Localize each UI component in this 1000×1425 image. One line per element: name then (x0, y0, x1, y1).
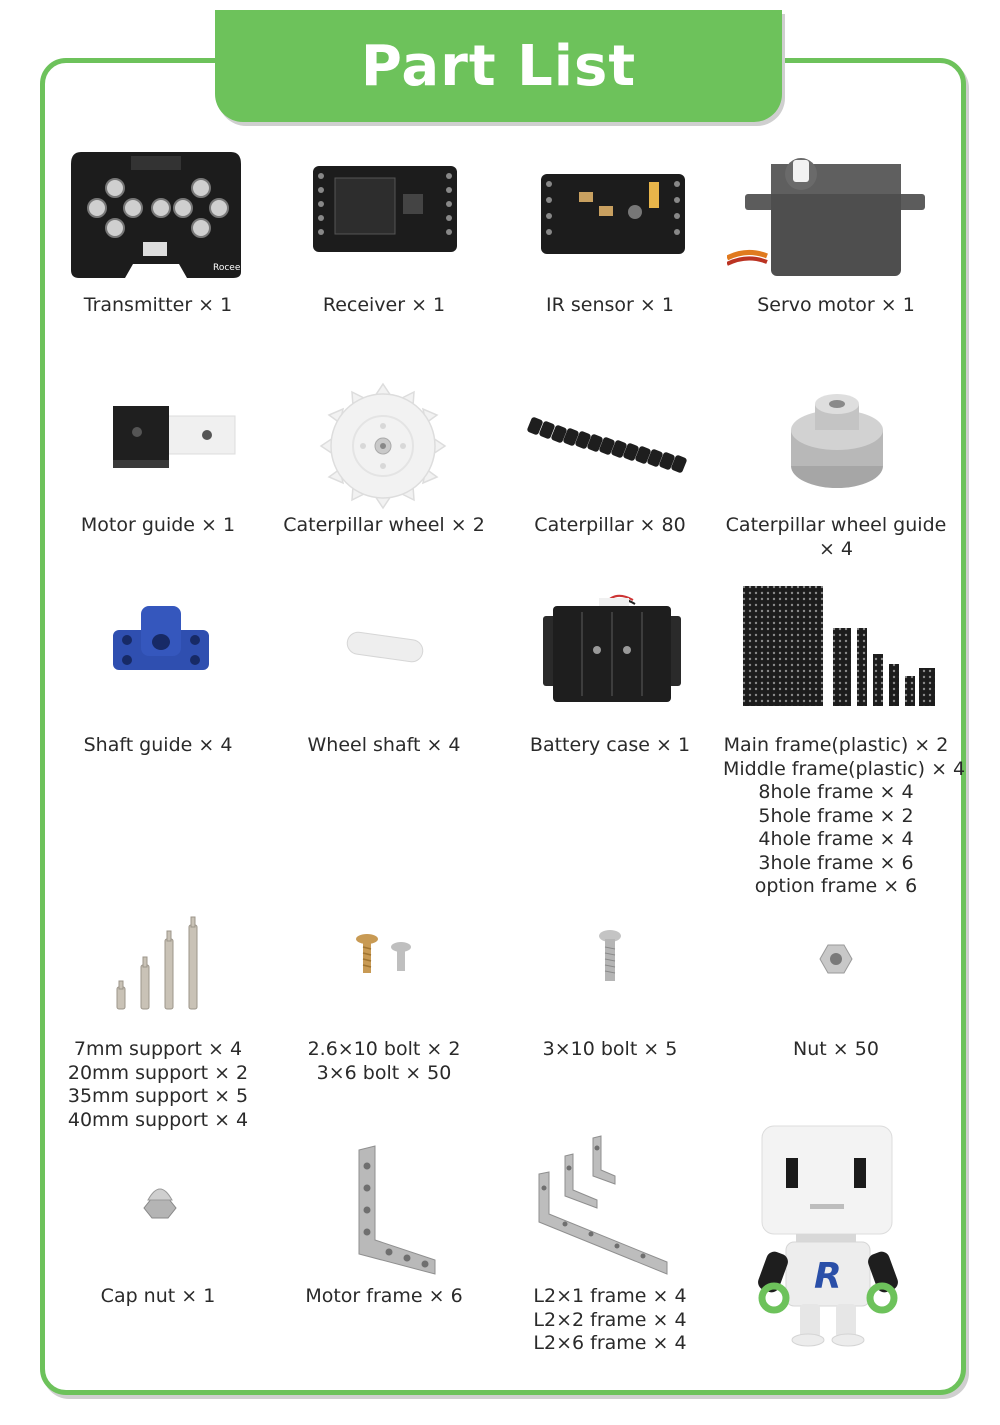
part-label: Shaft guide × 4 (83, 734, 233, 756)
part-wheel-shaft: Wheel shaft × 4 (271, 590, 497, 790)
svg-text:Rocee: Rocee (213, 263, 241, 273)
transmitter-board-icon: Rocee (67, 146, 245, 282)
part-label: L2×1 frame × 4 L2×2 frame × 4 L2×6 frame… (533, 1285, 687, 1354)
part-caterpillar-wheel-guide: Caterpillar wheel guide × 4 (723, 380, 949, 580)
part-l-frame: L2×1 frame × 4 L2×2 frame × 4 L2×6 frame… (497, 1135, 723, 1370)
motor-guide-icon (109, 402, 237, 474)
battery-case-icon (541, 590, 683, 706)
part-cap-nut: Cap nut × 1 (45, 1140, 271, 1370)
part-receiver: Receiver × 1 (271, 140, 497, 340)
l-frame-icon (535, 1134, 675, 1280)
part-label: Receiver × 1 (322, 294, 446, 316)
part-transmitter: Rocee Transmitter × 1 (45, 140, 271, 340)
part-label: Caterpillar wheel guide × 4 (725, 514, 947, 560)
shaft-guide-icon (111, 602, 211, 674)
part-label: Cap nut × 1 (100, 1285, 216, 1307)
servo-motor-icon (727, 152, 927, 280)
part-label: IR sensor × 1 (546, 294, 674, 316)
part-label: 2.6×10 bolt × 2 3×6 bolt × 50 (307, 1038, 461, 1084)
part-caterpillar: Caterpillar × 80 (497, 380, 723, 580)
part-label: 3×10 bolt × 5 (542, 1038, 678, 1060)
part-nut: Nut × 50 (723, 905, 949, 1135)
caterpillar-track-icon (527, 414, 697, 476)
wheel-guide-icon (785, 386, 889, 496)
part-label: Transmitter × 1 (83, 294, 233, 316)
motor-frame-icon (353, 1144, 439, 1276)
part-ir-sensor: IR sensor × 1 (497, 140, 723, 340)
cap-nut-icon (143, 1184, 177, 1220)
part-label: Caterpillar × 80 (534, 514, 686, 536)
part-frames: Main frame(plastic) × 2 Middle frame(pla… (723, 586, 965, 897)
part-bolts: 2.6×10 bolt × 2 3×6 bolt × 50 (271, 905, 497, 1135)
part-support: 7mm support × 4 20mm support × 2 35mm su… (45, 905, 271, 1135)
part-motor-frame: Motor frame × 6 (271, 1140, 497, 1370)
frames-icon (741, 584, 937, 710)
svg-text:R: R (814, 1256, 842, 1297)
bolt-icon (597, 929, 623, 985)
support-icon (111, 913, 207, 1013)
part-motor-guide: Motor guide × 1 (45, 380, 271, 580)
part-servo-motor: Servo motor × 1 (723, 140, 949, 340)
title-tab: Part List (215, 10, 782, 122)
part-label: 7mm support × 4 20mm support × 2 35mm su… (67, 1038, 249, 1131)
robot-mascot-icon: R (756, 1122, 906, 1348)
caterpillar-wheel-icon (315, 382, 451, 510)
part-label: Wheel shaft × 4 (307, 734, 461, 756)
nut-icon (819, 943, 853, 975)
receiver-board-icon (311, 164, 459, 256)
part-caterpillar-wheel: Caterpillar wheel × 2 (271, 380, 497, 580)
page-title: Part List (360, 33, 637, 99)
ir-sensor-board-icon (539, 172, 687, 256)
part-label: Caterpillar wheel × 2 (283, 514, 485, 536)
part-bolt: 3×10 bolt × 5 (497, 905, 723, 1135)
bolts-icon (353, 931, 417, 983)
part-battery-case: Battery case × 1 (497, 590, 723, 790)
part-label: Nut × 50 (793, 1038, 879, 1060)
part-label: Servo motor × 1 (757, 294, 915, 316)
part-shaft-guide: Shaft guide × 4 (45, 590, 271, 790)
wheel-shaft-icon (343, 630, 429, 666)
part-label: Main frame(plastic) × 2 Middle frame(pla… (723, 734, 966, 897)
part-label: Motor guide × 1 (80, 514, 236, 536)
part-label: Motor frame × 6 (305, 1285, 463, 1307)
part-label: Battery case × 1 (529, 734, 691, 756)
